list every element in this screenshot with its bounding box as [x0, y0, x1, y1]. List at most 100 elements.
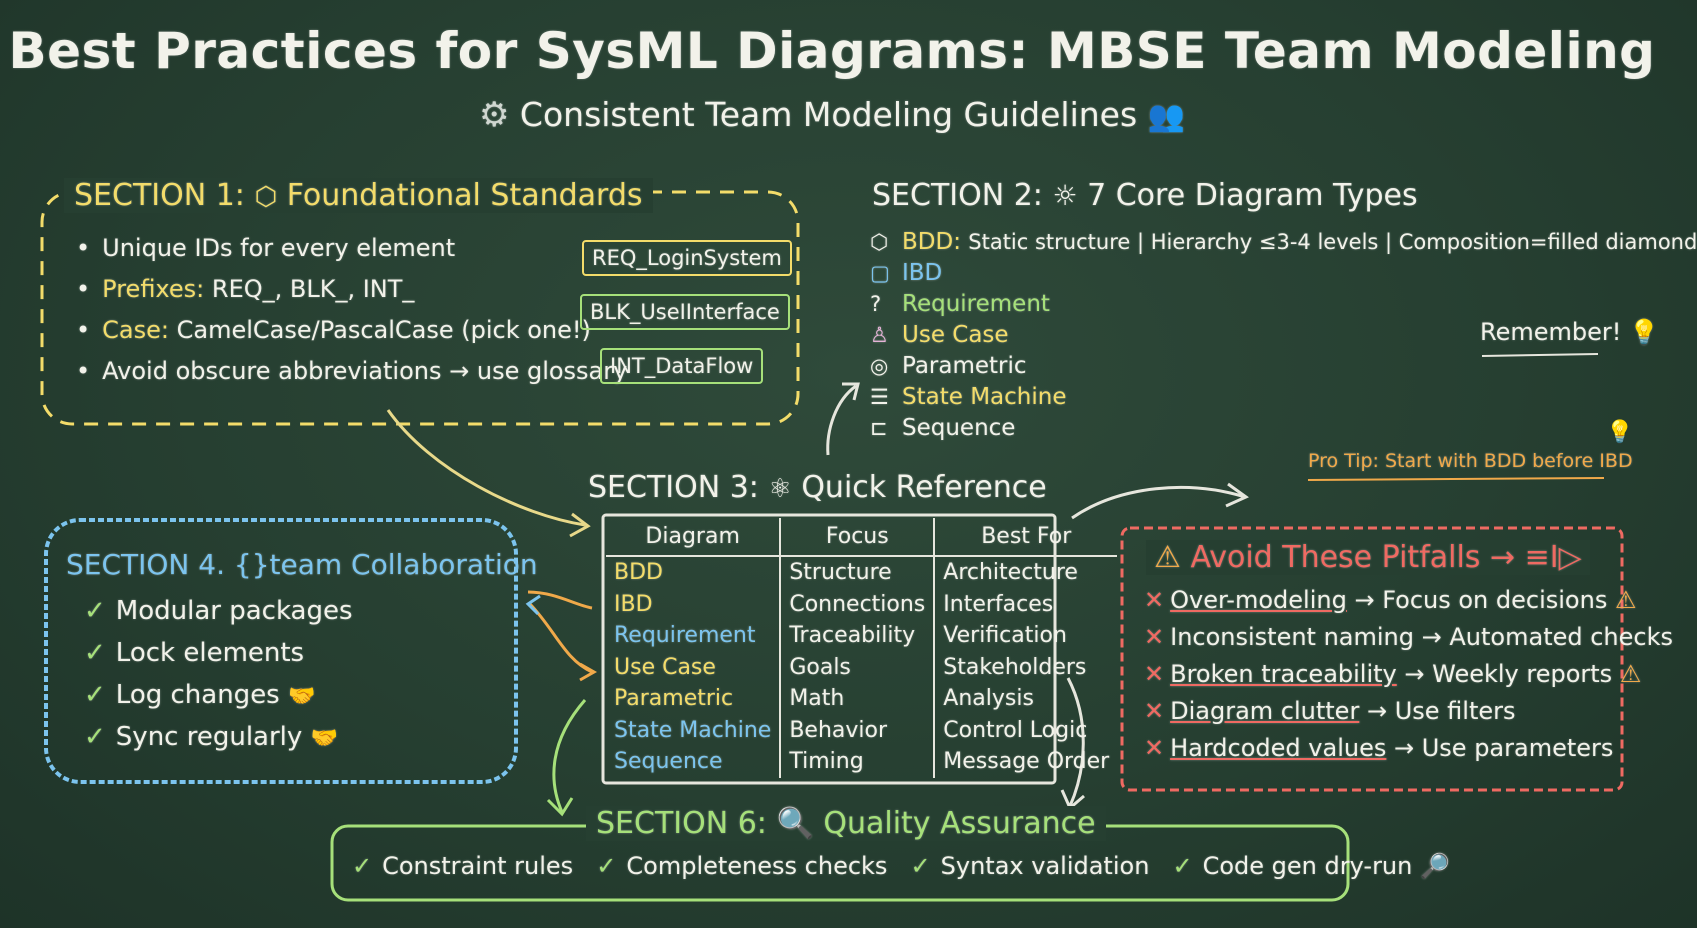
list-item: Prefixes: REQ_, BLK_, INT_ [76, 275, 627, 316]
cell-diagram: Use Case [614, 654, 716, 680]
list-item: ✓ Sync regularly 🤝 [84, 722, 353, 764]
x-icon: ✕ [1144, 660, 1165, 688]
page-title: Best Practices for SysML Diagrams: MBSE … [8, 22, 1656, 80]
item-label: Prefixes: [102, 275, 205, 303]
list-item: ♙Use Case [870, 319, 1697, 350]
cell-diagram: State Machine [614, 717, 772, 743]
qa-item: ✓Constraint rules [352, 852, 573, 880]
cube-icon: ⬡ [254, 182, 278, 212]
cell-diagram: Sequence [614, 749, 723, 775]
item-text: Modular packages [115, 596, 353, 626]
id-example-blk: BLK_UseIInterface [580, 294, 790, 330]
diagram-label: BDD: [902, 228, 961, 255]
pitfalls-title: Avoid These Pitfalls → ≡I▷ [1190, 540, 1582, 575]
pitfalls-heading: ⚠ Avoid These Pitfalls → ≡I▷ [1146, 540, 1590, 575]
list-item: ✕Over-modeling → Focus on decisions ⚠ [1144, 586, 1673, 623]
page-subtitle: ⚙ Consistent Team Modeling Guidelines 👥 [0, 95, 1664, 135]
check-icon: ✓ [84, 722, 106, 752]
arrow-s4-s3 [528, 602, 593, 674]
column-header: Diagram [606, 518, 781, 557]
x-icon: ✕ [1144, 697, 1165, 725]
cell-best-for: Architecture [933, 556, 1118, 589]
x-icon: ✕ [1144, 623, 1165, 651]
item-text: Sync regularly [115, 722, 303, 752]
section6-prefix: SECTION 6: [596, 806, 767, 841]
check-icon: ✓ [596, 852, 617, 880]
x-icon: ✕ [1144, 734, 1165, 762]
list-item: ✕Hardcoded values → Use parameters [1144, 734, 1673, 771]
pitfall-problem: Diagram clutter [1170, 697, 1360, 725]
handshake-icon: 🤝 [310, 726, 338, 751]
diagram-label: State Machine [902, 383, 1067, 410]
lightbulb-icon: 💡 [1629, 318, 1659, 346]
column-header: Focus [779, 518, 935, 557]
list-icon: ☰ [870, 384, 889, 409]
question-icon: ? [870, 291, 882, 316]
item-text: CamelCase/PascalCase (pick one!) [176, 316, 591, 344]
section6-list: ✓Constraint rules ✓Completeness checks ✓… [352, 852, 1468, 880]
item-text: Avoid obscure abbreviations → use glossa… [102, 357, 628, 385]
qa-item: ✓Completeness checks [596, 852, 887, 880]
list-item: ✓Log changes 🤝 [84, 680, 353, 722]
pitfalls-frame [1120, 526, 1624, 792]
pitfall-problem: Hardcoded values [1170, 734, 1387, 762]
cell-focus: Traceability [779, 620, 935, 652]
remember-note: Remember! 💡 [1480, 318, 1659, 346]
x-icon: ✕ [1144, 586, 1165, 614]
check-icon: ✓ [84, 680, 106, 710]
list-item: ◎ Parametric [870, 350, 1697, 381]
section1-list: Unique IDs for every element Prefixes: R… [76, 234, 627, 398]
section1-title: Foundational Standards [286, 178, 643, 213]
warning-icon: ⚠ [1619, 660, 1642, 688]
id-example-int: INT_DataFlow [600, 348, 764, 384]
diagram-label: Use Case [902, 321, 1009, 348]
section3-heading: SECTION 3: ⚛ Quick Reference [588, 470, 1047, 505]
list-item: ✓Modular packages [84, 596, 353, 638]
cell-focus: Math [779, 683, 935, 715]
cell-best-for: Message Order [933, 746, 1118, 778]
pitfall-fix: → Automated checks [1421, 623, 1673, 651]
cell-diagram: IBD [614, 591, 653, 617]
qa-text: Syntax validation [940, 852, 1150, 880]
arrow-s3-s2 [826, 384, 857, 456]
diagram-label: Sequence [902, 414, 1016, 441]
table-header-row: Diagram Focus Best For [606, 518, 1118, 557]
lightbulb-icon: 💡 [1606, 420, 1634, 445]
magnifier-icon: 🔍 [776, 806, 814, 841]
section4-frame [44, 518, 518, 784]
check-icon: ✓ [910, 852, 931, 880]
warning-icon: ⚠ [1154, 540, 1181, 575]
magnifier-icon: 🔎 [1420, 852, 1450, 880]
diagram-label: Parametric [902, 352, 1027, 379]
subtitle-text: Consistent Team Modeling Guidelines [519, 95, 1138, 134]
globe-icon: ◎ [870, 353, 889, 378]
list-item: ⬡BDD: Static structure | Hierarchy ≤3-4 … [870, 226, 1697, 257]
section2-list: ⬡BDD: Static structure | Hierarchy ≤3-4 … [870, 226, 1697, 443]
team-icon: 👥 [1147, 99, 1186, 134]
pitfall-fix: → Use filters [1366, 697, 1516, 725]
pitfall-problem: Inconsistent naming [1170, 623, 1414, 651]
cell-focus: Structure [779, 556, 935, 589]
pitfalls-list: ✕Over-modeling → Focus on decisions ⚠ ✕I… [1144, 586, 1673, 771]
box-frame-icon: ▢ [870, 260, 890, 285]
arrow-s1-s3 [386, 409, 586, 527]
section1-prefix: SECTION 1: [74, 178, 245, 213]
section2-heading: SECTION 2: ☼ 7 Core Diagram Types [872, 178, 1418, 213]
handshake-icon: 🤝 [288, 684, 316, 709]
id-example-req: REQ_LoginSystem [582, 240, 792, 276]
section3-title: Quick Reference [801, 470, 1047, 505]
list-item: ✕Broken traceability → Weekly reports ⚠ [1144, 660, 1673, 697]
section6-title: Quality Assurance [823, 806, 1096, 841]
arrow-s3-s6-left [552, 699, 587, 813]
cube-icon: ⬡ [870, 229, 889, 254]
cell-focus: Behavior [779, 714, 935, 746]
cell-focus: Timing [779, 746, 935, 778]
network-icon: ⚛ [768, 474, 792, 504]
qa-text: Code gen dry-run [1202, 852, 1413, 880]
